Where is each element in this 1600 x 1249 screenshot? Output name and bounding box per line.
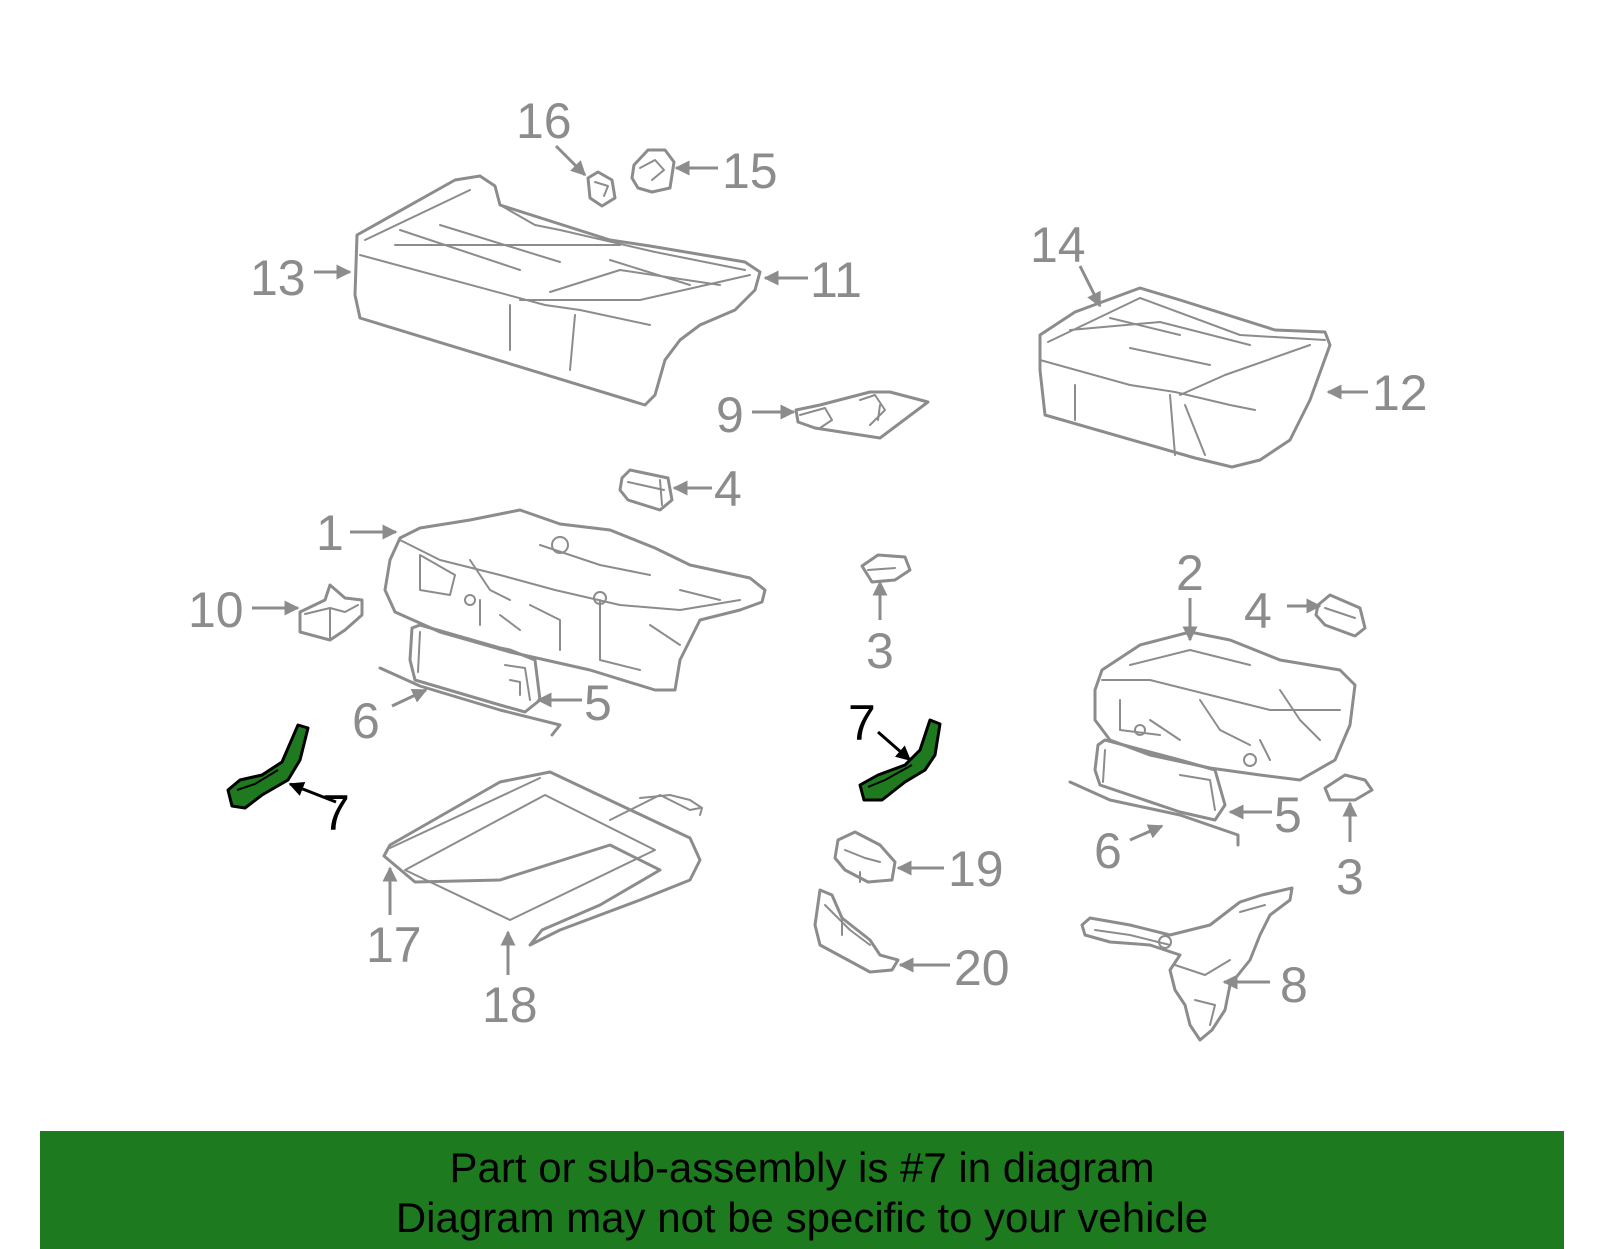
cushion-bracket	[794, 390, 930, 440]
callout-5-left: 5	[584, 675, 612, 731]
seat-hook	[630, 148, 676, 194]
callout-6-right: 6	[1094, 823, 1122, 879]
callout-labels: 13 11 16 15 14 12 9 4 1 10 5 6 3 7 7 2 4…	[188, 93, 1428, 1033]
seat-frame-rear	[383, 508, 767, 692]
callout-10: 10	[188, 582, 244, 638]
callout-13: 13	[250, 250, 306, 306]
seat-frame-front	[1093, 630, 1357, 782]
callout-7-right: 7	[848, 695, 876, 751]
callout-17: 17	[366, 917, 422, 973]
callout-1: 1	[316, 505, 344, 561]
release-handle-left	[618, 468, 674, 512]
seat-cap-right	[1323, 773, 1374, 802]
callout-16: 16	[516, 93, 572, 149]
sensor-bracket	[813, 888, 900, 974]
callout-11: 11	[810, 252, 862, 308]
seat-clip	[586, 170, 617, 208]
callout-6-left: 6	[352, 693, 380, 749]
callout-9: 9	[716, 387, 744, 443]
frame-cover	[298, 583, 364, 642]
seat-cushion-pad-front	[1038, 286, 1332, 469]
callout-7-left: 7	[322, 785, 350, 841]
callout-12: 12	[1372, 365, 1428, 421]
support-rod-rear	[378, 666, 562, 737]
banner-line-disclaimer: Diagram may not be specific to your vehi…	[395, 1194, 1209, 1241]
callout-18: 18	[482, 977, 538, 1033]
seat-pan-front	[1093, 738, 1227, 822]
release-handle-right	[1314, 593, 1367, 638]
support-rod-front	[1068, 780, 1240, 847]
callout-15: 15	[722, 143, 778, 199]
seat-cushion-pad-rear	[353, 174, 762, 407]
occupancy-sensor	[833, 830, 897, 884]
highlighted-part-7-left	[226, 723, 310, 810]
callout-3-center: 3	[866, 623, 894, 679]
seat-pan-rear	[408, 623, 542, 714]
info-banner: Part or sub-assembly is #7 in diagram Di…	[40, 1131, 1564, 1249]
highlighted-part-7-right	[858, 718, 942, 802]
callout-5-right: 5	[1274, 787, 1302, 843]
callout-20: 20	[954, 940, 1010, 996]
seat-heater-mat	[382, 770, 703, 947]
callout-14: 14	[1030, 217, 1086, 273]
track-frame	[1080, 886, 1294, 1042]
leader-lines	[252, 144, 1368, 990]
banner-line-part: Part or sub-assembly is #7 in diagram	[449, 1144, 1155, 1191]
callout-19: 19	[948, 841, 1004, 897]
callout-8: 8	[1280, 957, 1308, 1013]
callout-2: 2	[1176, 545, 1204, 601]
seat-cap	[860, 553, 912, 584]
callout-4-left: 4	[714, 461, 742, 517]
callout-3-right: 3	[1336, 849, 1364, 905]
callout-4-right: 4	[1244, 583, 1272, 639]
